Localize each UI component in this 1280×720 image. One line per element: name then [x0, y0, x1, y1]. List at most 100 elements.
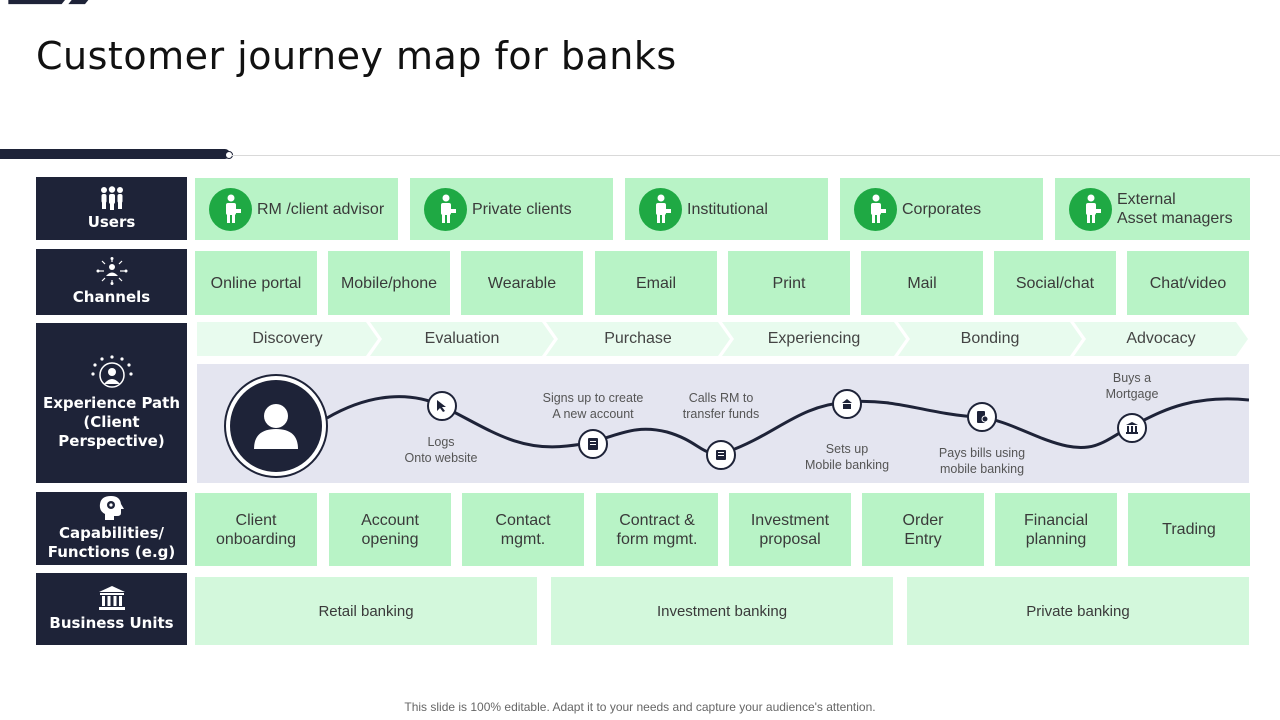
row-label-capabilities-line2: Functions (e.g) [47, 543, 176, 561]
stage-bonding: Bonding [898, 322, 1082, 356]
capability-line2: opening [361, 530, 419, 548]
stage-evaluation: Evaluation [370, 322, 554, 356]
step-calls-rm-annotation: Calls RM to transfer funds [646, 390, 796, 422]
head-gear-icon [99, 496, 124, 520]
user-card-corporates: Corporates [840, 178, 1043, 240]
bank-building-icon [98, 586, 125, 610]
person-icon [209, 187, 252, 231]
business-unit-retail-banking: Retail banking [195, 577, 537, 645]
customer-stars-icon [90, 355, 133, 388]
step-text-line2: Mortgage [1105, 387, 1159, 401]
user-label-line1: External [1117, 191, 1176, 208]
user-label: Institutional [687, 200, 768, 218]
row-label-channels: Channels [36, 249, 187, 315]
channel-social-chat: Social/chat [994, 251, 1116, 315]
channel-email: Email [595, 251, 717, 315]
step-mobile-banking-annotation: Sets up Mobile banking [772, 441, 922, 473]
stage-purchase: Purchase [546, 322, 730, 356]
row-label-experience-line1: Experience Path [42, 394, 181, 412]
row-label-business-units: Business Units [36, 573, 187, 645]
client-avatar [224, 374, 328, 478]
channel-mobile-phone: Mobile/phone [328, 251, 450, 315]
step-mortgage-annotation: Buys a Mortgage [1057, 370, 1207, 402]
row-label-channels-text: Channels [72, 288, 151, 306]
capability-line1: Client [235, 511, 277, 529]
person-icon [424, 187, 467, 231]
journey-curve [326, 395, 1249, 455]
capability-line1: Order [902, 511, 944, 529]
step-text-line1: Calls RM to [688, 391, 754, 405]
capability-trading: Trading [1128, 493, 1250, 566]
title-underline-bar [0, 149, 230, 159]
capability-line2: planning [1025, 530, 1087, 548]
document-icon [578, 429, 608, 459]
title-underline-line [232, 155, 1280, 156]
user-card-institutional: Institutional [625, 178, 828, 240]
bank-icon [1117, 413, 1147, 443]
capability-line2: mgmt. [500, 530, 546, 548]
top-accent [8, 0, 89, 5]
row-label-capabilities: Capabilities/ Functions (e.g) [36, 492, 187, 565]
channel-wearable: Wearable [461, 251, 583, 315]
business-unit-investment-banking: Investment banking [551, 577, 893, 645]
capability-line1: Account [361, 511, 419, 529]
step-text-line1: Buys a [1112, 371, 1152, 385]
step-text-line2: transfer funds [682, 407, 760, 421]
row-label-experience-line2: (Client [83, 413, 140, 431]
user-label: Private clients [472, 200, 572, 218]
capability-line1: Contract & [619, 511, 695, 529]
footer-note: This slide is 100% editable. Adapt it to… [404, 700, 876, 714]
cursor-icon [427, 391, 457, 421]
bill-icon [967, 402, 997, 432]
user-card-rm-client-advisor: RM /client advisor [195, 178, 398, 240]
row-label-experience-path: Experience Path (Client Perspective) [36, 323, 187, 483]
user-label-line2: Asset managers [1117, 210, 1233, 227]
mobile-bank-icon [832, 389, 862, 419]
row-label-experience-line3: Perspective) [58, 432, 165, 450]
channel-print: Print [728, 251, 850, 315]
channel-mail: Mail [861, 251, 983, 315]
step-signup-annotation: Signs up to create A new account [518, 390, 668, 422]
channel-online-portal: Online portal [195, 251, 317, 315]
business-unit-private-banking: Private banking [907, 577, 1249, 645]
person-icon [1069, 187, 1112, 231]
step-text-line1: Sets up [825, 442, 869, 456]
person-icon [639, 187, 682, 231]
experience-path-panel [197, 364, 1249, 483]
phone-icon [706, 440, 736, 470]
capability-contract-form-mgmt: Contract &form mgmt. [596, 493, 718, 566]
step-text-line2: Onto website [404, 451, 478, 465]
user-avatar-icon [230, 380, 322, 472]
stage-advocacy: Advocacy [1074, 322, 1248, 356]
step-text-line2: A new account [552, 407, 634, 421]
page-title: Customer journey map for banks [36, 34, 677, 78]
step-text-line1: Pays bills using [938, 446, 1026, 460]
stage-discovery: Discovery [197, 322, 378, 356]
capability-line2: proposal [759, 530, 821, 548]
step-text-line2: mobile banking [939, 462, 1025, 476]
user-label: RM /client advisor [257, 200, 385, 218]
row-label-users: Users [36, 177, 187, 240]
capability-line1: Trading [1162, 521, 1216, 538]
step-pays-bills-annotation: Pays bills using mobile banking [907, 445, 1057, 477]
capability-line1: Investment [750, 511, 830, 529]
capability-line2: onboarding [215, 530, 297, 548]
capability-line2: Entry [904, 530, 942, 548]
network-icon [96, 257, 127, 285]
step-text-line1: Signs up to create [542, 391, 644, 405]
capability-line1: Contact [495, 511, 551, 529]
users-icon [100, 185, 123, 210]
user-card-private-clients: Private clients [410, 178, 613, 240]
row-label-business-units-text: Business Units [49, 614, 174, 632]
channel-chat-video: Chat/video [1127, 251, 1249, 315]
stage-experiencing: Experiencing [722, 322, 906, 356]
step-text-line2: Mobile banking [804, 458, 890, 472]
person-icon [854, 187, 897, 231]
